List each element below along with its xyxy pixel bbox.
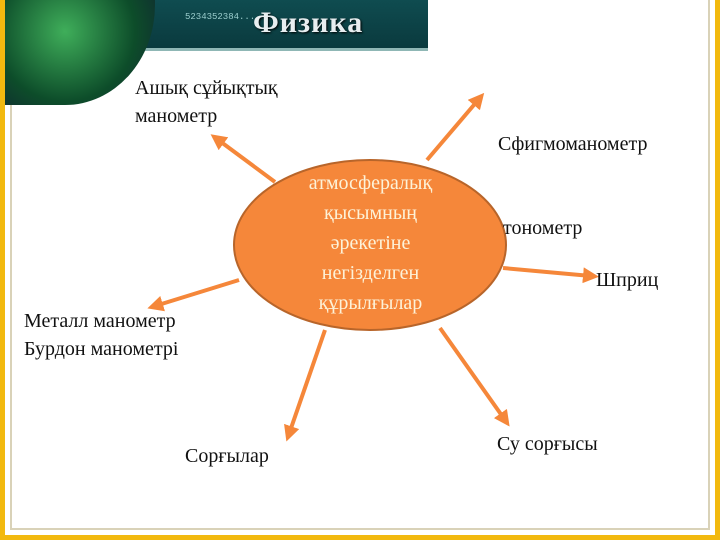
arrow-syringe — [502, 266, 599, 284]
label-line: Ашық сұйықтық — [135, 77, 278, 99]
label-water-pump: Су сорғысы — [497, 433, 598, 455]
center-line: қысымның — [324, 202, 417, 224]
diagram-arrows — [147, 92, 599, 442]
center-line: негізделген — [321, 262, 420, 284]
label-line: Металл манометр — [24, 310, 176, 332]
label-line: Бурдон манометрі — [24, 338, 179, 360]
label-syringe: Шприц — [596, 269, 659, 291]
label-line: манометр — [135, 105, 218, 127]
arrow-metal — [147, 278, 240, 312]
arrow-pumps — [284, 329, 327, 442]
arrow-liquid — [210, 134, 277, 184]
slide-frame — [10, 0, 710, 530]
label-line: тонометр — [498, 217, 583, 239]
arrow-water-pump — [438, 326, 510, 427]
arrow-sphygmo — [425, 92, 485, 162]
label-pumps: Сорғылар — [185, 445, 269, 467]
label-sphygmomanometer: Сфигмоманометр тонометр — [498, 74, 647, 298]
center-ellipse — [233, 159, 507, 331]
center-line: атмосфералық — [308, 172, 433, 194]
label-metal-manometer: Металл манометр Бурдон манометрі — [24, 307, 178, 363]
center-line: әрекетіне — [330, 232, 411, 254]
center-line: құрылғылар — [318, 292, 423, 314]
header-title: Физика — [253, 6, 364, 39]
label-line: Сфигмоманометр — [498, 133, 648, 155]
center-text: атмосфералық қысымның әрекетіне негіздел… — [234, 168, 507, 318]
label-liquid-manometer: Ашық сұйықтық манометр — [135, 74, 278, 130]
header-digits: 5234352384... — [185, 12, 256, 22]
